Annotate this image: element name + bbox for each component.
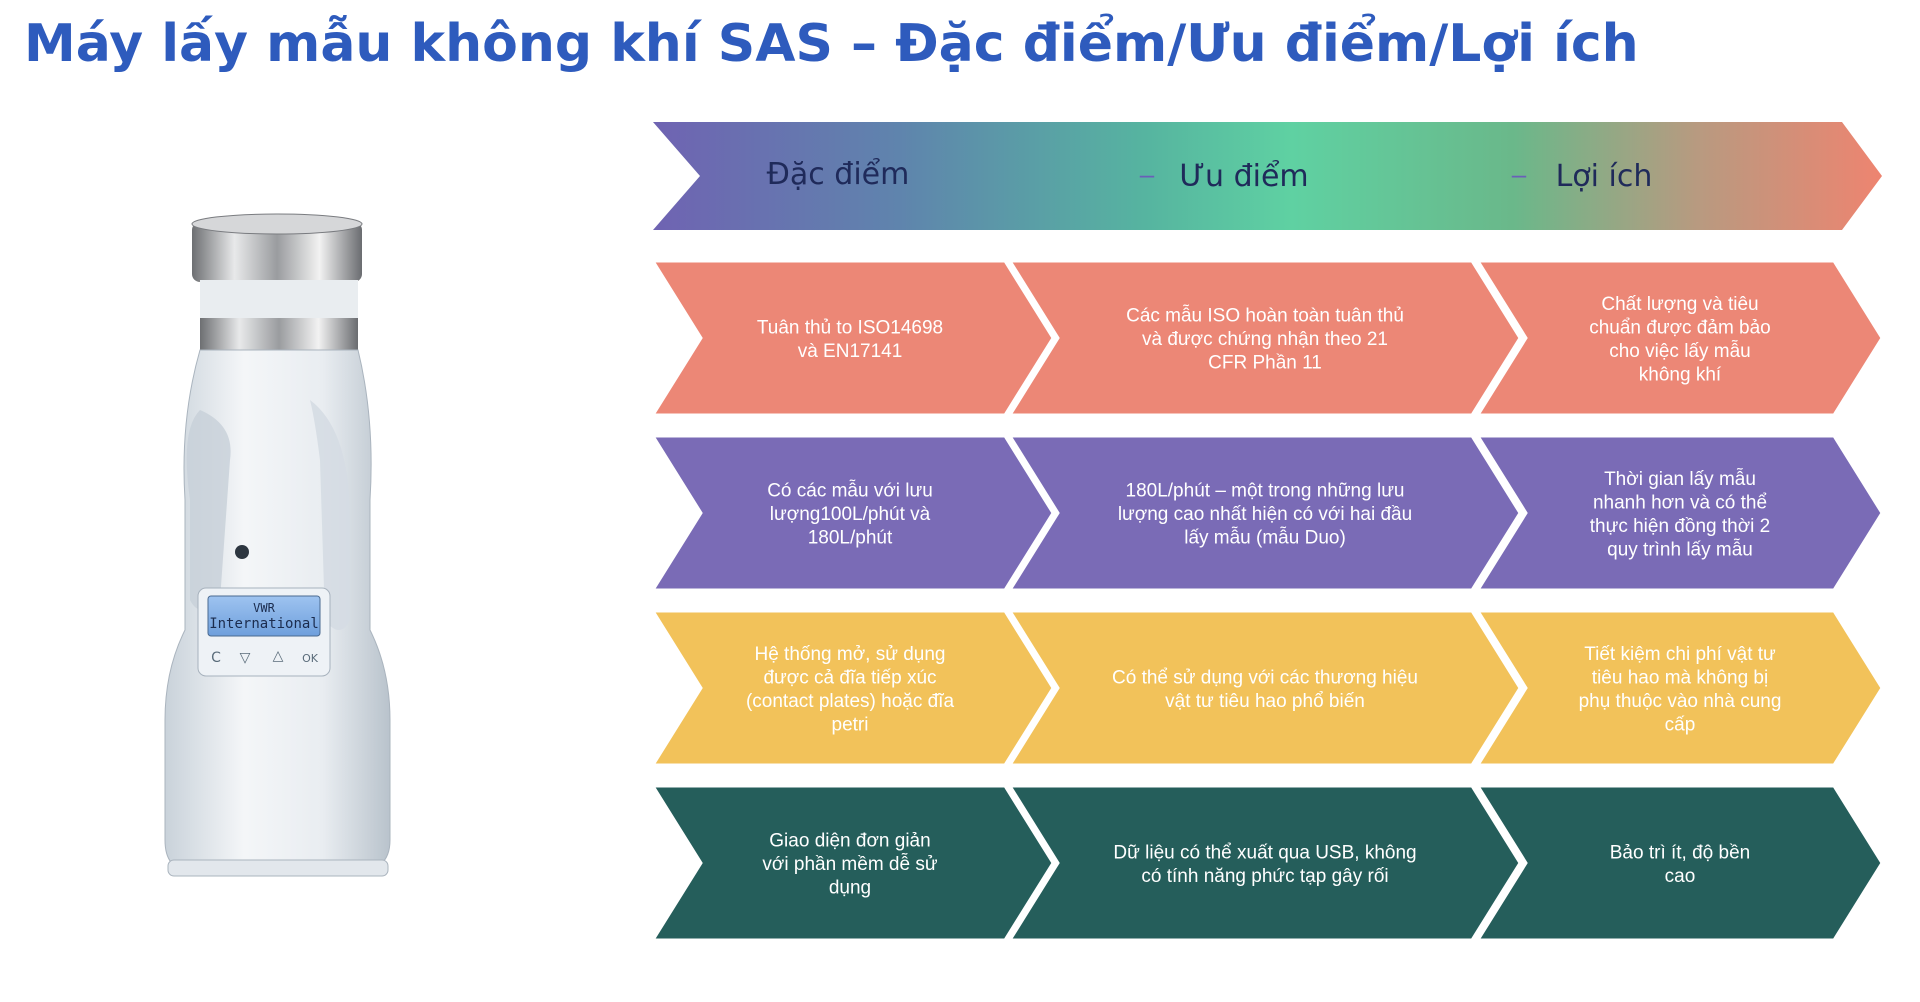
row-4-advantage-text: Dữ liệu có thể xuất qua USB, không có tín… <box>1113 842 1416 887</box>
row-1-benefit-line: Chất lượng và tiêu <box>1601 294 1758 315</box>
header-dash-2: – <box>1512 159 1527 189</box>
row-3-benefit-line: Tiết kiệm chi phí vật tư <box>1584 644 1776 665</box>
row-1-advantage-line: CFR Phần 11 <box>1208 353 1322 374</box>
device-button-down: ▽ <box>240 650 251 666</box>
header-label-benefits: Lợi ích <box>1556 159 1653 194</box>
device-button-ok: OK <box>302 652 319 665</box>
row-4-advantage-line: có tính năng phức tạp gây rối <box>1141 866 1388 887</box>
air-sampler-device-image: VWR International C ▽ △ OK <box>164 213 391 877</box>
header-label-advantages: Ưu điểm <box>1179 158 1308 194</box>
rows-group: Tuân thủ to ISO14698 và EN17141 Các mẫu IS… <box>650 259 1884 942</box>
row-2-benefit-line: nhanh hơn và có thể <box>1593 492 1767 513</box>
row-4-benefit-arrow <box>1475 784 1884 942</box>
row-1-feature-text: Tuân thủ to ISO14698 và EN17141 <box>757 317 943 362</box>
row-2-benefit-arrow <box>1475 434 1884 592</box>
lcd-line-2: International <box>209 616 319 632</box>
row-2-benefit-line: Thời gian lấy mẫu <box>1604 468 1756 490</box>
header-label-features: Đặc điểm <box>767 156 910 192</box>
row-3-advantage-arrow <box>1007 609 1522 767</box>
row-2-benefit-line: quy trình lấy mẫu <box>1607 538 1753 560</box>
row-3-feature-arrow <box>650 609 1055 767</box>
row-4-feature-line: với phần mềm dễ sử <box>762 853 937 875</box>
row-1-benefit-line: cho việc lấy mẫu <box>1609 340 1751 362</box>
row-2-feature-line: Có các mẫu với lưu <box>767 480 933 502</box>
row-1-advantage-line: và được chứng nhận theo 21 <box>1142 329 1388 350</box>
row-1-benefit-line: không khí <box>1639 364 1722 385</box>
row-4-advantage-arrow <box>1007 784 1522 942</box>
row-1-benefit-line: chuẩn được đảm bảo <box>1589 317 1771 338</box>
row-3-feature-line: (contact plates) hoặc đĩa <box>746 691 954 712</box>
row-4-feature-line: dụng <box>829 878 871 899</box>
device-button-c: C <box>211 650 221 666</box>
row-4-benefit-line: Bảo trì ít, độ bền <box>1610 842 1750 863</box>
row-2-advantage-line: lấy mẫu (mẫu Duo) <box>1184 527 1346 549</box>
row-2-advantage-arrow <box>1007 434 1522 592</box>
header-arrow <box>653 122 1882 230</box>
row-1-benefit-arrow <box>1475 259 1884 417</box>
row-3-benefit-line: phụ thuộc vào nhà cung <box>1579 691 1782 712</box>
device-button-up: △ <box>273 648 284 664</box>
row-1-advantage-arrow <box>1007 259 1522 417</box>
row-2-advantage-line: 180L/phút – một trong những lưu <box>1126 481 1405 502</box>
row-3-benefit-line: tiêu hao mà không bị <box>1592 667 1768 688</box>
row-3-benefit-line: cấp <box>1665 714 1696 735</box>
row-3-advantage-text: Có thể sử dụng với các thương hiệu vật tư… <box>1112 667 1418 712</box>
row-4-feature-arrow <box>650 784 1055 942</box>
row-4-benefit-text: Bảo trì ít, độ bền cao <box>1610 842 1750 887</box>
lcd-line-1: VWR <box>253 601 275 615</box>
row-3-advantage-line: Có thể sử dụng với các thương hiệu <box>1112 667 1418 688</box>
page-title: Máy lấy mẫu không khí SAS – Đặc điểm/Ưu … <box>24 14 1639 74</box>
row-2-feature-arrow <box>650 434 1055 592</box>
header-dash-1: – <box>1140 159 1155 189</box>
row-3-benefit-arrow <box>1475 609 1884 767</box>
row-4-feature-line: Giao diện đơn giản <box>769 831 930 852</box>
row-2-advantage-line: lượng cao nhất hiện có với hai đầu <box>1118 504 1412 525</box>
row-4-advantage-line: Dữ liệu có thể xuất qua USB, không <box>1113 842 1416 863</box>
row-3-feature-line: petri <box>832 714 869 735</box>
row-3-feature-line: được cả đĩa tiếp xúc <box>763 667 936 688</box>
row-2-feature-line: 180L/phút <box>808 528 893 549</box>
row-2-benefit-line: thực hiện đồng thời 2 <box>1590 516 1770 537</box>
row-4-benefit-line: cao <box>1665 866 1696 887</box>
row-1-feature-line: và EN17141 <box>798 341 903 362</box>
row-1-feature-arrow <box>650 259 1055 417</box>
row-1-advantage-line: Các mẫu ISO hoàn toàn tuân thủ <box>1126 305 1404 327</box>
row-1-feature-line: Tuân thủ to ISO14698 <box>757 317 943 338</box>
row-3-advantage-line: vật tư tiêu hao phổ biến <box>1165 691 1365 712</box>
row-3-feature-line: Hệ thống mở, sử dụng <box>754 644 945 665</box>
row-2-feature-line: lượng100L/phút và <box>770 504 931 525</box>
